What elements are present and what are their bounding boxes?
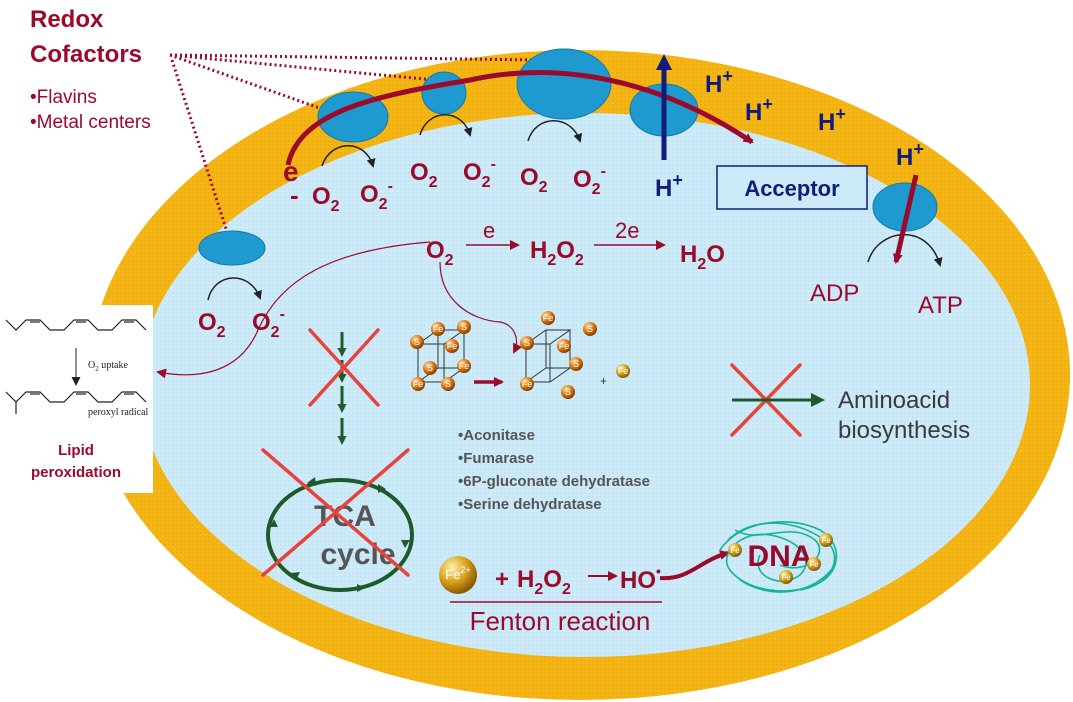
enzyme-list: •Aconitase •Fumarase •6P-gluconate dehyd…	[458, 427, 650, 513]
cluster-plus: +	[600, 374, 607, 388]
redox-title-line1: Redox	[30, 6, 104, 33]
svg-text:Fe: Fe	[447, 341, 458, 351]
adp-label: ADP	[810, 280, 859, 307]
membrane-o2-pair-2: O2 O2-	[410, 156, 496, 191]
lipid-panel	[0, 305, 153, 493]
svg-text:Fe: Fe	[433, 324, 444, 334]
o2-to-cluster-arrow	[439, 261, 523, 354]
svg-text:H+: H+	[745, 94, 773, 126]
membrane-o2-pair-3: O2 O2-	[520, 163, 606, 198]
aminoacid-line2: biosynthesis	[838, 417, 970, 444]
lipid-structure-bottom	[5, 391, 147, 414]
svg-text:O2-: O2-	[573, 163, 606, 198]
svg-text:Fe: Fe	[618, 366, 629, 376]
lipid-label-line2: peroxidation	[31, 464, 121, 481]
fenton-label: Fenton reaction	[470, 606, 651, 636]
svg-text:H2O: H2O	[680, 241, 725, 273]
hydroxyl-to-dna-arrow	[659, 550, 730, 581]
svg-text:O2-: O2-	[463, 156, 496, 191]
cofactor-flavins: •Flavins	[30, 87, 97, 108]
peroxyl-radical-label: peroxyl radical	[88, 407, 148, 418]
svg-text:O2-: O2-	[360, 178, 393, 213]
dna-label: DNA	[748, 540, 813, 573]
crossouts	[261, 328, 802, 577]
svg-text:H2O2: H2O2	[530, 237, 584, 269]
svg-text:O2: O2	[426, 237, 454, 269]
atp-label: ATP	[918, 292, 963, 319]
electron-sign: -	[290, 180, 299, 210]
svg-text:Fe: Fe	[730, 546, 740, 555]
svg-text:H+: H+	[896, 139, 924, 171]
acceptor-label: Acceptor	[744, 176, 840, 201]
reduction-chain: O2 e H2O2 2e H2O	[426, 218, 725, 273]
svg-text:Fe: Fe	[543, 313, 554, 323]
svg-text:S: S	[414, 337, 420, 347]
proton-labels: H+ H+ H+ H+ H+	[655, 66, 924, 202]
released-iron: Fe	[616, 364, 630, 378]
o2-to-lipid-arrow	[156, 241, 431, 379]
cytoplasm	[140, 113, 1030, 657]
cofactor-metal-centers: •Metal centers	[30, 112, 151, 133]
svg-text:O2: O2	[410, 159, 438, 191]
fe2-ion	[439, 556, 477, 594]
svg-text:S: S	[461, 322, 467, 332]
fe-s-cluster-intact: Fe S S Fe S Fe Fe S	[410, 320, 471, 391]
hydroxyl-radical: HO•	[620, 563, 661, 594]
svg-text:e: e	[483, 218, 495, 243]
svg-text:O2: O2	[520, 164, 548, 196]
cofactor-links	[169, 53, 541, 236]
electron-label: e	[283, 156, 299, 187]
lipid-structure-top	[5, 319, 147, 331]
svg-text:S: S	[565, 387, 571, 397]
svg-text:H+: H+	[818, 104, 846, 136]
fe2-ion-label: Fe2+	[445, 565, 470, 582]
proton-return-arrow	[892, 174, 919, 264]
tca-cycle-arrowheads	[270, 477, 410, 592]
fe-s-cluster-damaged: Fe S S Fe S Fe S	[520, 311, 597, 399]
svg-text:Fe: Fe	[821, 536, 831, 545]
svg-text:Fe: Fe	[459, 361, 470, 371]
svg-text:H+: H+	[655, 170, 683, 202]
dna-tangle	[719, 521, 838, 593]
svg-text:Fe: Fe	[781, 573, 791, 582]
svg-text:S: S	[427, 363, 433, 373]
svg-text:Fe: Fe	[413, 379, 424, 389]
cytosolic-flavoprotein	[198, 230, 266, 266]
enzyme-serine-dehydratase: •Serine dehydratase	[458, 496, 602, 513]
membrane-o2-pair-1: O2 O2-	[312, 178, 393, 215]
aminoacid-line1: Aminoacid	[838, 387, 950, 414]
protein-complex-3	[516, 48, 612, 120]
svg-text:2e: 2e	[615, 218, 639, 243]
fenton-equation: +H2O2	[495, 566, 571, 598]
svg-text:S: S	[573, 359, 579, 369]
lipid-label-line1: Lipid	[58, 442, 94, 459]
svg-text:Fe: Fe	[809, 560, 819, 569]
svg-text:S: S	[587, 324, 593, 334]
membrane-proteins	[198, 48, 938, 266]
svg-text:H+: H+	[705, 66, 733, 98]
enzyme-fumarase: •Fumarase	[458, 450, 534, 467]
svg-text:O2: O2	[198, 309, 226, 341]
enzyme-6p-gluconate-dehydratase: •6P-gluconate dehydratase	[458, 473, 650, 490]
protein-complex-1	[317, 91, 389, 143]
redox-title-line2: Cofactors	[30, 41, 142, 68]
enzyme-aconitase: •Aconitase	[458, 427, 535, 444]
acceptor-box	[716, 165, 868, 210]
svg-text:O2: O2	[312, 183, 340, 215]
tca-cycle-ring	[266, 478, 414, 592]
svg-text:Fe: Fe	[522, 379, 533, 389]
protein-complex-2	[421, 71, 467, 115]
dna-bound-iron: Fe Fe Fe Fe	[728, 533, 833, 584]
electron-flow-arrow	[285, 70, 754, 166]
svg-text:S: S	[445, 379, 451, 389]
o2-uptake-label: O2 uptake	[88, 360, 128, 373]
svg-text:S: S	[524, 338, 530, 348]
svg-text:Fe: Fe	[559, 341, 570, 351]
